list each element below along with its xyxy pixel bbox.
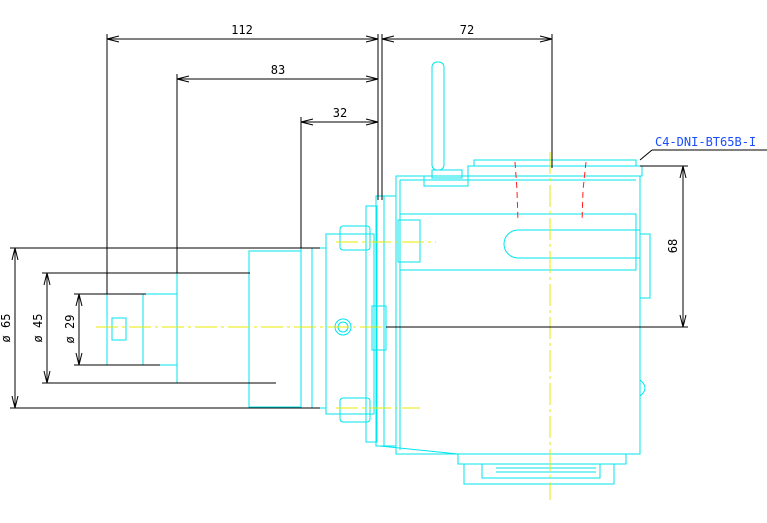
dim-68-text: 68 [666,239,680,253]
pin-top [339,225,371,251]
tool-body [248,250,302,408]
flange-key [371,305,387,351]
dim-32-text: 32 [333,106,347,120]
holder-plate [325,233,375,415]
dim-83-text: 83 [271,63,285,77]
centerlines [96,152,620,500]
dim-dia45-text: ø 45 [31,314,45,343]
tool-neck [142,293,178,366]
top-plate [467,165,643,177]
tool-shank [176,272,250,384]
housing-lug [397,219,421,263]
lever-handle [431,61,445,171]
dim-dia65-text: ø 65 [0,314,13,343]
dim-72-text: 72 [460,23,474,37]
part-label: C4-DNI-BT65B-I [655,135,756,149]
dim-dia29-text: ø 29 [63,315,77,344]
side-plate [639,233,651,299]
tool-tip-notch [111,317,127,341]
slot [503,229,641,259]
tool-flange [300,247,327,409]
dim-112-text: 112 [231,23,253,37]
dimension-texts: 112 72 83 32 68 ø 65 ø 45 ø 29 [0,23,680,343]
pin-bottom [339,397,371,423]
base-block [463,463,615,485]
dimension-lines [10,34,767,409]
